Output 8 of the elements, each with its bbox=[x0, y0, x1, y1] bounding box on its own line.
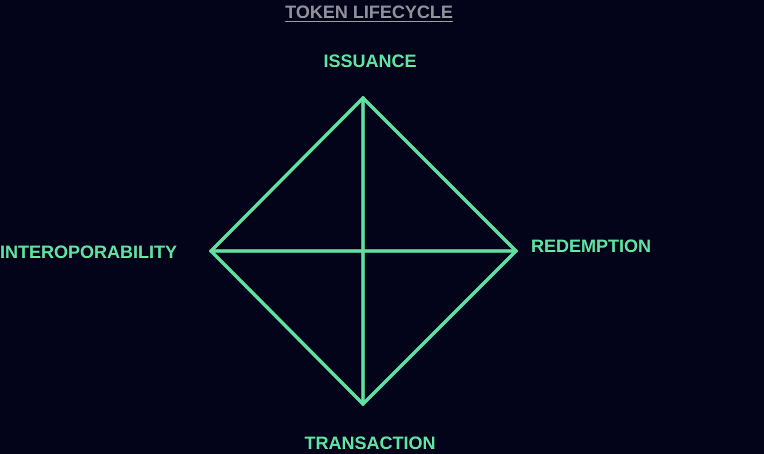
connector-line bbox=[209, 249, 518, 253]
diagram-title: TOKEN LIFECYCLE bbox=[285, 2, 453, 22]
stage-label: TRANSACTION bbox=[304, 433, 436, 453]
connector-line bbox=[209, 96, 365, 253]
stage-label: ISSUANCE bbox=[323, 51, 416, 71]
connector-line bbox=[361, 96, 365, 406]
stage-label: INTEROPORABILITY bbox=[0, 242, 178, 262]
stage-label: REDEMPTION bbox=[531, 236, 652, 256]
